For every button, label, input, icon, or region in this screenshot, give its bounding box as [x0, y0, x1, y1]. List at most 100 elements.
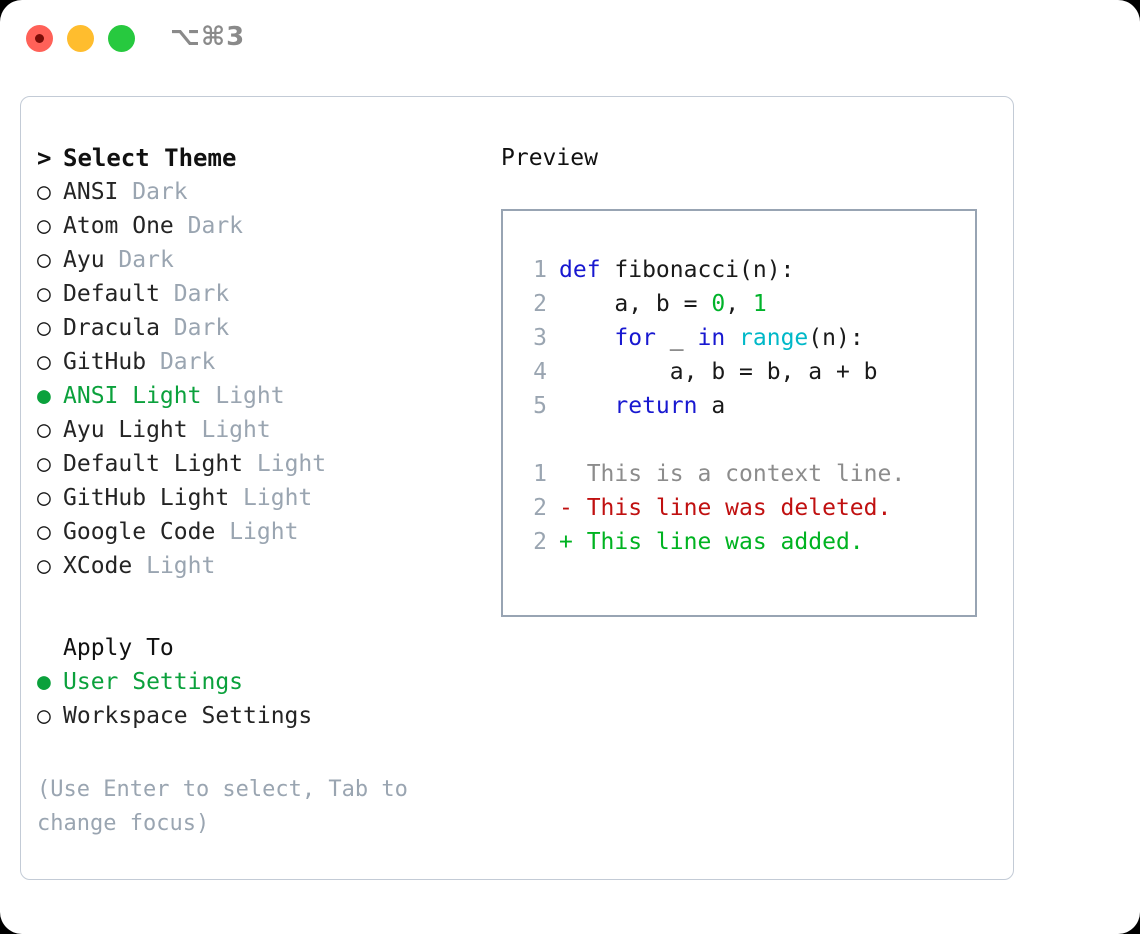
radio-unselected-icon[interactable]: ○ [37, 281, 51, 307]
theme-name-label: Atom One [63, 213, 174, 239]
theme-variant-tag: Light [201, 417, 271, 443]
theme-name-label: ANSI Light [63, 383, 202, 409]
radio-unselected-icon[interactable]: ○ [37, 247, 51, 273]
code-token: a, b = [559, 291, 712, 317]
radio-unselected-icon[interactable]: ○ [37, 349, 51, 375]
theme-variant-tag: Light [146, 553, 216, 579]
theme-list-item[interactable]: ○ Google Code Light [37, 515, 477, 549]
line-number: 5 [533, 393, 547, 419]
theme-variant-tag: Dark [118, 247, 174, 273]
theme-list: ○ANSI Dark○Atom One Dark○Ayu Dark○Defaul… [37, 175, 477, 583]
close-button-icon[interactable] [26, 25, 53, 52]
apply-to-label: Apply To [63, 635, 174, 661]
code-diff-separator [503, 423, 975, 457]
theme-variant-tag: Light [243, 485, 313, 511]
content-panel: >Select Theme ○ANSI Dark○Atom One Dark○A… [20, 96, 1014, 880]
theme-name-label: GitHub [63, 349, 147, 375]
radio-unselected-icon[interactable]: ○ [37, 451, 51, 477]
theme-list-item[interactable]: ○ Ayu Dark [37, 243, 477, 277]
theme-variant-tag: Dark [173, 281, 230, 307]
radio-unselected-icon[interactable]: ○ [37, 213, 51, 239]
radio-unselected-icon[interactable]: ○ [37, 485, 51, 511]
theme-list-item[interactable]: ● ANSI Light Light [37, 379, 477, 413]
theme-list-item[interactable]: ○GitHub Light Light [37, 481, 477, 515]
hint-spacer [37, 733, 477, 773]
radio-unselected-icon[interactable]: ○ [37, 179, 51, 205]
radio-unselected-icon[interactable]: ○ [37, 553, 51, 579]
line-number: 2 [533, 529, 547, 555]
theme-variant-tag: Light [215, 383, 285, 409]
section-spacer [37, 583, 477, 631]
theme-list-item[interactable]: ○Dracula Dark [37, 311, 477, 345]
diff-line-text: This is a context line. [559, 461, 906, 487]
diff-sample: 1 This is a context line.2- This line wa… [503, 457, 975, 559]
page-title: > Select Theme [37, 141, 477, 175]
code-token: _ [655, 325, 698, 351]
apply-to-item[interactable]: ○ Workspace Settings [37, 699, 477, 733]
theme-list-item[interactable]: ○ Default Dark [37, 277, 477, 311]
code-token: a, b = b, a + b [559, 359, 878, 385]
radio-unselected-icon[interactable]: ○ [37, 417, 51, 443]
line-number: 1 [533, 257, 547, 283]
minimize-button-icon[interactable] [67, 25, 94, 52]
radio-selected-icon[interactable]: ● [37, 669, 51, 695]
maximize-button-icon[interactable] [108, 25, 135, 52]
theme-name-label: Google Code [63, 519, 216, 545]
keyboard-hint: (Use Enter to select, Tab to change focu… [37, 777, 422, 836]
radio-unselected-icon[interactable]: ○ [37, 519, 51, 545]
preview-title: Preview [501, 145, 598, 171]
theme-list-item[interactable]: ○ Ayu Light Light [37, 413, 477, 447]
diff-line-text: + This line was added. [559, 529, 864, 555]
prompt-caret-icon: > [37, 144, 52, 172]
diff-line: 1 This is a context line. [503, 457, 975, 491]
code-token: for [614, 325, 656, 351]
title-bar: ⌥⌘3 [0, 0, 1140, 78]
diff-line: 2- This line was deleted. [503, 491, 975, 525]
theme-variant-tag: Dark [159, 349, 216, 375]
code-token: def [559, 257, 601, 283]
code-line: 2 a, b = 0, 1 [503, 287, 975, 321]
theme-picker-column: >Select Theme ○ANSI Dark○Atom One Dark○A… [37, 141, 477, 841]
radio-unselected-icon[interactable]: ○ [37, 703, 51, 729]
theme-list-item[interactable]: ○ Default Light Light [37, 447, 477, 481]
code-token [559, 393, 614, 419]
line-number: 3 [533, 325, 547, 351]
radio-unselected-icon[interactable]: ○ [37, 315, 51, 341]
theme-name-label: Default Light [63, 451, 244, 477]
theme-variant-tag: Light [229, 519, 299, 545]
window-controls [26, 25, 135, 52]
theme-list-item[interactable]: ○ANSI Dark [37, 175, 477, 209]
theme-name-label: Dracula [63, 315, 160, 341]
code-token: 1 [752, 291, 767, 317]
apply-to-item[interactable]: ● User Settings [37, 665, 477, 699]
code-token: , [725, 291, 753, 317]
theme-name-label: Ayu Light [63, 417, 188, 443]
code-token [725, 325, 739, 351]
keyboard-shortcut-label: ⌥⌘3 [170, 22, 246, 52]
theme-list-item[interactable]: ○Atom One Dark [37, 209, 477, 243]
theme-list-item[interactable]: ○ XCode Light [37, 549, 477, 583]
theme-name-label: Ayu [63, 247, 105, 273]
code-token: (n): [808, 325, 864, 351]
theme-name-label: XCode [63, 553, 133, 579]
line-number: 4 [533, 359, 547, 385]
page-title-label: Select Theme [63, 144, 237, 172]
apply-to-label-text: Workspace Settings [63, 703, 313, 729]
radio-selected-icon[interactable]: ● [37, 383, 51, 409]
line-number: 2 [533, 291, 547, 317]
theme-variant-tag: Light [256, 451, 327, 477]
code-line: 3 for _ in range(n): [503, 321, 975, 355]
apply-to-label-text: User Settings [63, 669, 244, 695]
theme-variant-tag: Dark [132, 179, 188, 205]
line-number: 1 [533, 461, 547, 487]
theme-list-item[interactable]: ○ GitHub Dark [37, 345, 477, 379]
code-token: in [697, 325, 726, 351]
diff-line: 2 + This line was added. [503, 525, 975, 559]
theme-name-label: Default [63, 281, 160, 307]
code-token [559, 325, 614, 351]
code-line: 5 return a [503, 389, 975, 423]
